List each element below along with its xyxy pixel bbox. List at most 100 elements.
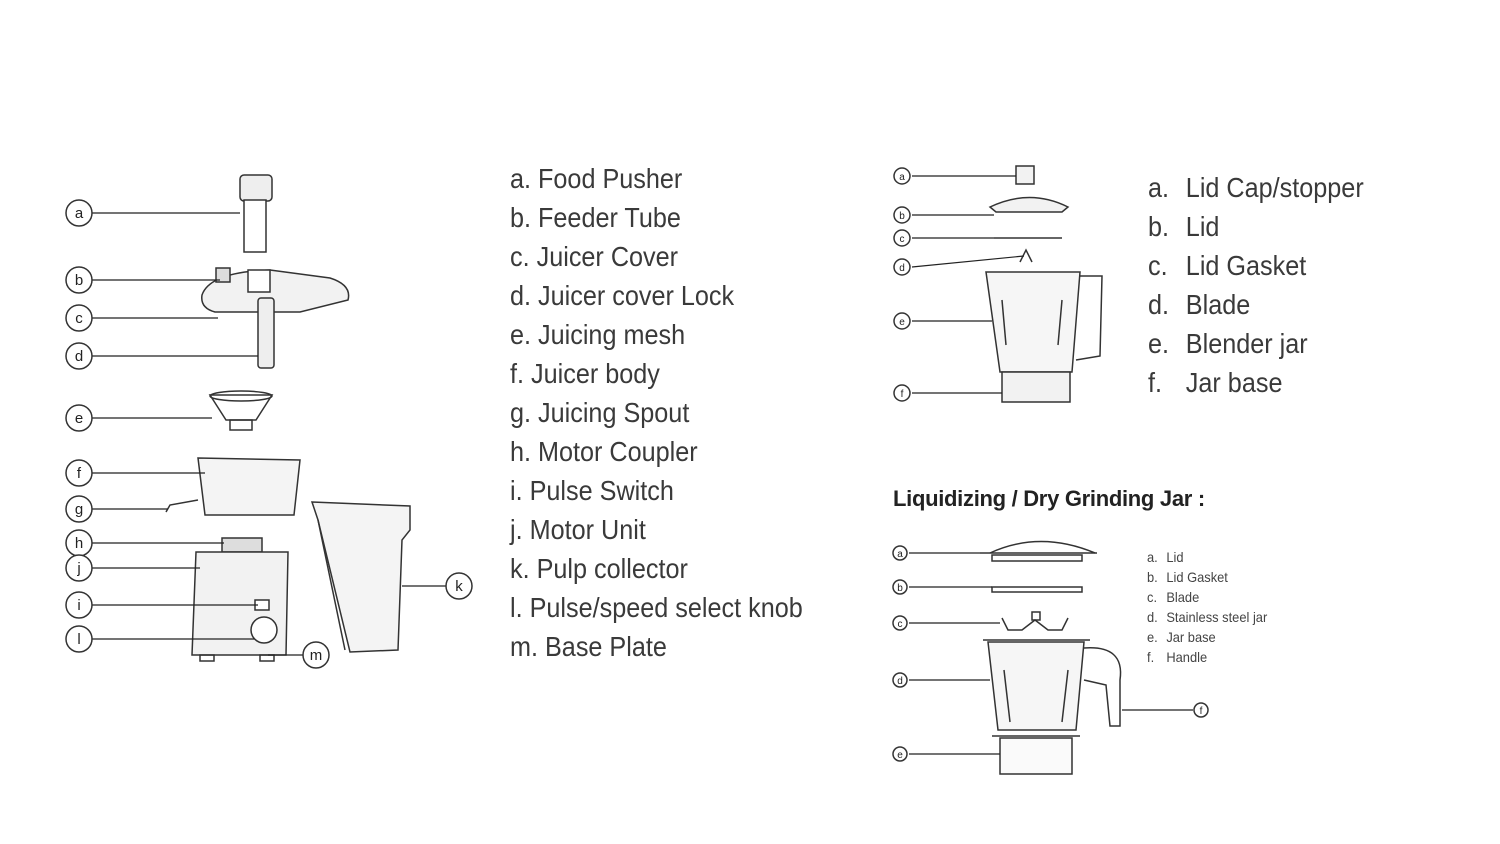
part-label: d.Stainless steel jar <box>1147 608 1267 628</box>
part-label: g. Juicing Spout <box>510 397 690 428</box>
svg-text:g: g <box>75 501 83 518</box>
part-label: h. Motor Coupler <box>510 436 698 467</box>
part-label: b. Lid Gasket <box>1147 568 1267 588</box>
grinding-jar-illustration <box>909 540 1193 775</box>
part-label: e. Juicing mesh <box>510 319 686 350</box>
juicer-parts-list: a. Food Pusher b. Feeder Tube c. Juicer … <box>510 162 835 669</box>
callout-g: g <box>65 495 93 523</box>
part-key: a. <box>1147 549 1158 565</box>
svg-text:a: a <box>75 205 84 222</box>
svg-text:d: d <box>897 676 903 687</box>
part-label: e. Blender jar <box>1148 327 1364 366</box>
part-label: j. Motor Unit <box>510 514 646 545</box>
part-name: Stainless steel jar <box>1166 609 1268 625</box>
part-label: e. Jar base <box>1147 628 1267 648</box>
part-key: f. <box>1148 367 1163 398</box>
part-label: b. Feeder Tube <box>510 202 681 233</box>
grinding-callouts: a b c d e f <box>892 545 1209 762</box>
callout-j: j <box>65 554 93 582</box>
svg-text:b: b <box>899 211 905 222</box>
svg-text:h: h <box>75 535 83 552</box>
blender-illustration <box>911 165 1103 403</box>
part-name: Blender jar <box>1185 328 1308 359</box>
svg-text:f: f <box>77 465 82 482</box>
part-key: e. <box>1148 328 1170 359</box>
grinding-jar-heading: Liquidizing / Dry Grinding Jar : <box>893 486 1205 511</box>
part-label: c. Blade <box>1147 588 1267 608</box>
part-name: Blade <box>1166 589 1200 605</box>
svg-text:f: f <box>1200 706 1203 717</box>
part-name: Lid <box>1166 549 1184 565</box>
part-name: Handle <box>1166 649 1208 665</box>
callout-c: c <box>893 229 911 247</box>
svg-text:c: c <box>898 619 903 630</box>
juicer-illustration <box>92 174 446 662</box>
callout-k: k <box>445 572 473 600</box>
callout-b: b <box>893 206 911 224</box>
callout-f: f <box>65 459 93 487</box>
grinding-parts-list: a. Lid b. Lid Gasket c. Blade d.Stainless s… <box>1147 548 1278 668</box>
svg-text:i: i <box>77 597 80 614</box>
callout-b: b <box>65 266 93 294</box>
callout-d: d <box>65 342 93 370</box>
blender-callouts: a b c d e f <box>893 167 911 402</box>
svg-text:f: f <box>901 389 904 400</box>
svg-text:d: d <box>899 263 905 274</box>
svg-text:j: j <box>76 560 80 577</box>
svg-text:e: e <box>75 410 83 427</box>
part-name: Lid Gasket <box>1166 569 1228 585</box>
callout-l: l <box>65 625 93 653</box>
svg-text:a: a <box>897 549 903 560</box>
part-name: Lid Cap/stopper <box>1185 172 1364 203</box>
callout-d: d <box>893 258 911 276</box>
part-label: f. Jar base <box>1148 366 1364 405</box>
svg-text:d: d <box>75 348 83 365</box>
part-name: Jar base <box>1185 367 1283 398</box>
part-key: e. <box>1147 629 1158 645</box>
callout-e: e <box>892 746 908 762</box>
part-label: d. Juicer cover Lock <box>510 280 735 311</box>
part-label: b.Lid <box>1148 210 1364 249</box>
part-name: Lid Gasket <box>1185 250 1307 281</box>
part-key: d. <box>1148 289 1170 320</box>
part-label: a. Lid <box>1147 548 1267 568</box>
callout-i: i <box>65 591 93 619</box>
part-key: f. <box>1147 649 1155 665</box>
callout-b: b <box>892 579 908 595</box>
part-key: b. <box>1147 569 1158 585</box>
svg-text:e: e <box>899 317 905 328</box>
callout-c: c <box>892 615 908 631</box>
part-label: a. Food Pusher <box>510 163 683 194</box>
part-label: k. Pulp collector <box>510 553 688 584</box>
svg-text:l: l <box>77 631 80 648</box>
part-label: a.Lid Cap/stopper <box>1148 171 1364 210</box>
part-name: Jar base <box>1166 629 1216 645</box>
juicer-callouts: a b c d e f g h j i l m k <box>65 199 473 669</box>
callout-h: h <box>65 529 93 557</box>
callout-e: e <box>893 312 911 330</box>
callout-m: m <box>302 641 330 669</box>
callout-a: a <box>892 545 908 561</box>
part-name: Blade <box>1185 289 1251 320</box>
svg-text:e: e <box>897 750 903 761</box>
callout-f: f <box>893 384 911 402</box>
svg-text:c: c <box>75 310 83 327</box>
svg-text:b: b <box>75 272 83 289</box>
part-label: m. Base Plate <box>510 631 667 662</box>
part-key: b. <box>1148 211 1170 242</box>
callout-a: a <box>893 167 911 185</box>
callout-f: f <box>1193 702 1209 718</box>
part-label: i. Pulse Switch <box>510 475 674 506</box>
svg-text:a: a <box>899 172 905 183</box>
part-key: c. <box>1147 589 1158 605</box>
svg-text:k: k <box>455 578 463 595</box>
part-label: c. Lid Gasket <box>1148 249 1364 288</box>
svg-text:b: b <box>897 583 903 594</box>
svg-text:m: m <box>310 647 323 664</box>
callout-c: c <box>65 304 93 332</box>
part-key: c. <box>1148 250 1168 281</box>
callout-e: e <box>65 404 93 432</box>
part-label: f. Handle <box>1147 648 1267 668</box>
part-label: f. Juicer body <box>510 358 660 389</box>
